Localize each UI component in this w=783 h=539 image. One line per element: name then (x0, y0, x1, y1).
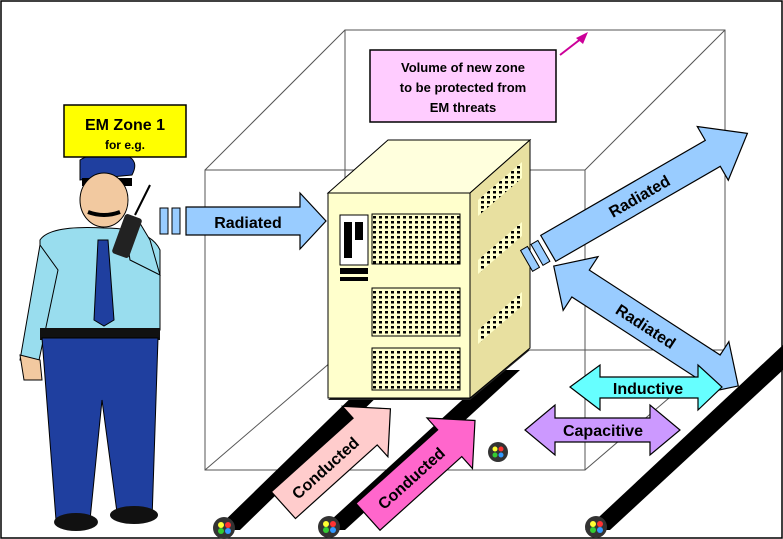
cable-end-icon (213, 517, 235, 539)
radiated-out-arrow: Radiated (519, 125, 749, 272)
pointer-arrowhead-icon (576, 32, 588, 44)
radiated-in-label: Radiated (214, 215, 282, 232)
volume-note-box (369, 49, 557, 123)
cable-end-icon (488, 442, 508, 462)
zone-label-box (63, 104, 187, 158)
zone-label-subtitle: for e.g. (105, 138, 145, 152)
volume-note-line-3: EM threats (430, 100, 496, 115)
capacitive-arrow: Capacitive (524, 403, 681, 457)
inductive-arrow: Inductive (568, 363, 723, 412)
inductive-label: Inductive (613, 381, 683, 398)
equipment-cabinet-icon (326, 138, 532, 400)
security-guard-icon (19, 152, 161, 531)
volume-note: Volume of new zone to be protected from … (369, 32, 588, 123)
cable-end-icon (585, 516, 607, 538)
cable-end-icon (318, 516, 340, 538)
zone-label-title: EM Zone 1 (85, 117, 165, 134)
zone-label: EM Zone 1 for e.g. (63, 104, 187, 158)
radiated-in-arrow: Radiated (159, 191, 327, 251)
volume-note-line-2: to be protected from (400, 80, 526, 95)
volume-note-line-1: Volume of new zone (401, 60, 525, 75)
capacitive-label: Capacitive (563, 423, 643, 440)
pointer-arrow-icon (559, 37, 583, 56)
